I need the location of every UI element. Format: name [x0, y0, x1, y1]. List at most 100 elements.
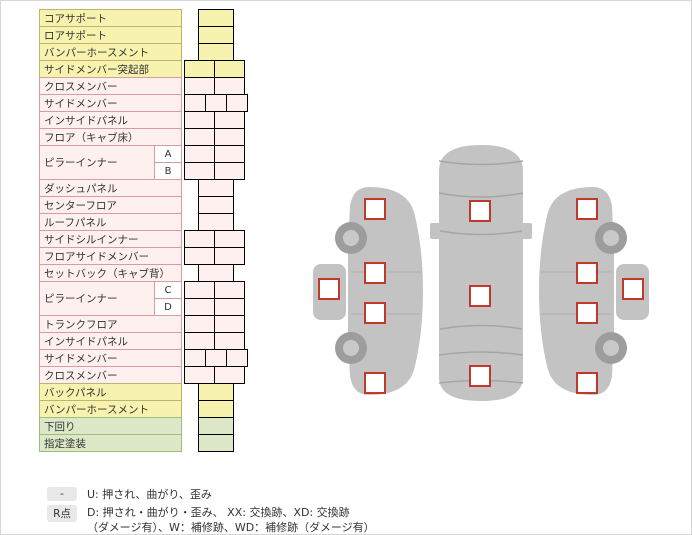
damage-cell[interactable] [184, 247, 215, 265]
damage-cell[interactable] [184, 332, 215, 350]
damage-cell[interactable] [198, 213, 234, 231]
damage-cell[interactable] [205, 94, 227, 112]
damage-checkbox-left-sill[interactable] [318, 278, 340, 300]
damage-cell-group [182, 298, 245, 316]
damage-checkbox-left-rear-fender[interactable] [364, 372, 386, 394]
damage-cell[interactable] [184, 77, 215, 95]
damage-checkbox-roof[interactable] [469, 285, 491, 307]
damage-cell[interactable] [184, 60, 215, 78]
part-label: サイドメンバー突起部 [39, 60, 182, 78]
damage-checkbox-right-front-door[interactable] [576, 262, 598, 284]
door-lines [351, 271, 421, 315]
damage-cell[interactable] [198, 9, 234, 27]
damage-checkbox-right-sill[interactable] [622, 278, 644, 300]
legend-text: （ダメージ有）、W：補修跡、WD：補修跡（ダメージ有） [87, 521, 375, 534]
damage-cell[interactable] [198, 434, 234, 452]
damage-cell[interactable] [214, 281, 245, 299]
pillar-section-tag: B [154, 162, 181, 179]
damage-checkbox-left-rear-door[interactable] [364, 302, 386, 324]
legend-row: R点 D: 押され・曲がり・歪み、 XX: 交換跡、XD: 交換跡 （ダメージ有… [47, 505, 375, 534]
part-label: トランクフロア [39, 315, 182, 333]
damage-cell[interactable] [214, 298, 245, 316]
parts-row: コアサポート [39, 9, 248, 27]
mirror-left-icon [430, 223, 440, 239]
damage-cell-group [182, 60, 245, 78]
damage-cell[interactable] [198, 179, 234, 197]
damage-cell[interactable] [184, 281, 215, 299]
damage-cell[interactable] [198, 26, 234, 44]
car-top-view [430, 145, 532, 401]
damage-cell-group [182, 434, 234, 452]
damage-cell[interactable] [226, 94, 248, 112]
damage-cell[interactable] [214, 247, 245, 265]
parts-row: 指定塗装 [39, 434, 248, 452]
damage-cell[interactable] [184, 366, 215, 384]
parts-row: サイドシルインナー [39, 230, 248, 248]
damage-cell[interactable] [198, 196, 234, 214]
damage-cell[interactable] [184, 349, 206, 367]
damage-cell-group [182, 332, 245, 350]
damage-cell[interactable] [184, 162, 215, 180]
damage-cell[interactable] [198, 43, 234, 61]
part-label: バックパネル [39, 383, 182, 401]
wheel-hub-icon [343, 340, 359, 356]
damage-cell-group [182, 162, 245, 180]
parts-row: バンパーホースメント [39, 400, 248, 418]
parts-table: コアサポートロアサポートバンパーホースメントサイドメンバー突起部クロスメンバーサ… [39, 9, 248, 452]
damage-cell-group [182, 196, 234, 214]
wheel-hub-icon [343, 230, 359, 246]
damage-cell[interactable] [205, 349, 227, 367]
parts-row: ダッシュパネル [39, 179, 248, 197]
damage-cell[interactable] [214, 145, 245, 163]
damage-cell[interactable] [184, 145, 215, 163]
damage-cell[interactable] [184, 94, 206, 112]
damage-cell[interactable] [184, 298, 215, 316]
damage-cell-group [182, 111, 245, 129]
damage-cell[interactable] [184, 111, 215, 129]
damage-cell[interactable] [214, 315, 245, 333]
damage-cell[interactable] [198, 400, 234, 418]
damage-checkbox-left-front-door[interactable] [364, 262, 386, 284]
damage-cell[interactable] [214, 77, 245, 95]
damage-cell[interactable] [226, 349, 248, 367]
damage-checkbox-right-front-fender[interactable] [576, 198, 598, 220]
parts-row: セットバック（キャブ背） [39, 264, 248, 282]
parts-row: 下回り [39, 417, 248, 435]
pillar-section-tag: A [154, 146, 181, 163]
damage-cell[interactable] [214, 366, 245, 384]
legend-text: D: 押され・曲がり・歪み、 XX: 交換跡、XD: 交換跡 [87, 506, 350, 519]
damage-checkbox-right-rear-fender[interactable] [576, 372, 598, 394]
parts-row: インサイドパネル [39, 111, 248, 129]
part-label: サイドシルインナー [39, 230, 182, 248]
damage-checkbox-hood[interactable] [469, 200, 491, 222]
parts-row: ロアサポート [39, 26, 248, 44]
damage-cell-group [182, 281, 245, 299]
damage-cell[interactable] [198, 383, 234, 401]
parts-row: バンパーホースメント [39, 43, 248, 61]
damage-checkbox-trunk[interactable] [469, 365, 491, 387]
damage-cell[interactable] [214, 60, 245, 78]
part-label: ルーフパネル [39, 213, 182, 231]
damage-cell[interactable] [198, 264, 234, 282]
damage-checkbox-left-front-fender[interactable] [364, 198, 386, 220]
damage-cell[interactable] [198, 417, 234, 435]
damage-checkbox-right-rear-door[interactable] [576, 302, 598, 324]
damage-cell[interactable] [184, 128, 215, 146]
damage-cell[interactable] [214, 128, 245, 146]
damage-cell[interactable] [184, 230, 215, 248]
damage-cell[interactable] [214, 230, 245, 248]
part-label: センターフロア [39, 196, 182, 214]
parts-row: サイドメンバー [39, 349, 248, 367]
damage-cell-group [182, 400, 234, 418]
damage-cell[interactable] [214, 111, 245, 129]
parts-row: クロスメンバー [39, 77, 248, 95]
damage-cell[interactable] [214, 162, 245, 180]
wheel-hub-icon [603, 230, 619, 246]
part-label: クロスメンバー [39, 366, 182, 384]
damage-cell[interactable] [184, 315, 215, 333]
damage-cell-group [182, 9, 234, 27]
damage-cell[interactable] [214, 332, 245, 350]
